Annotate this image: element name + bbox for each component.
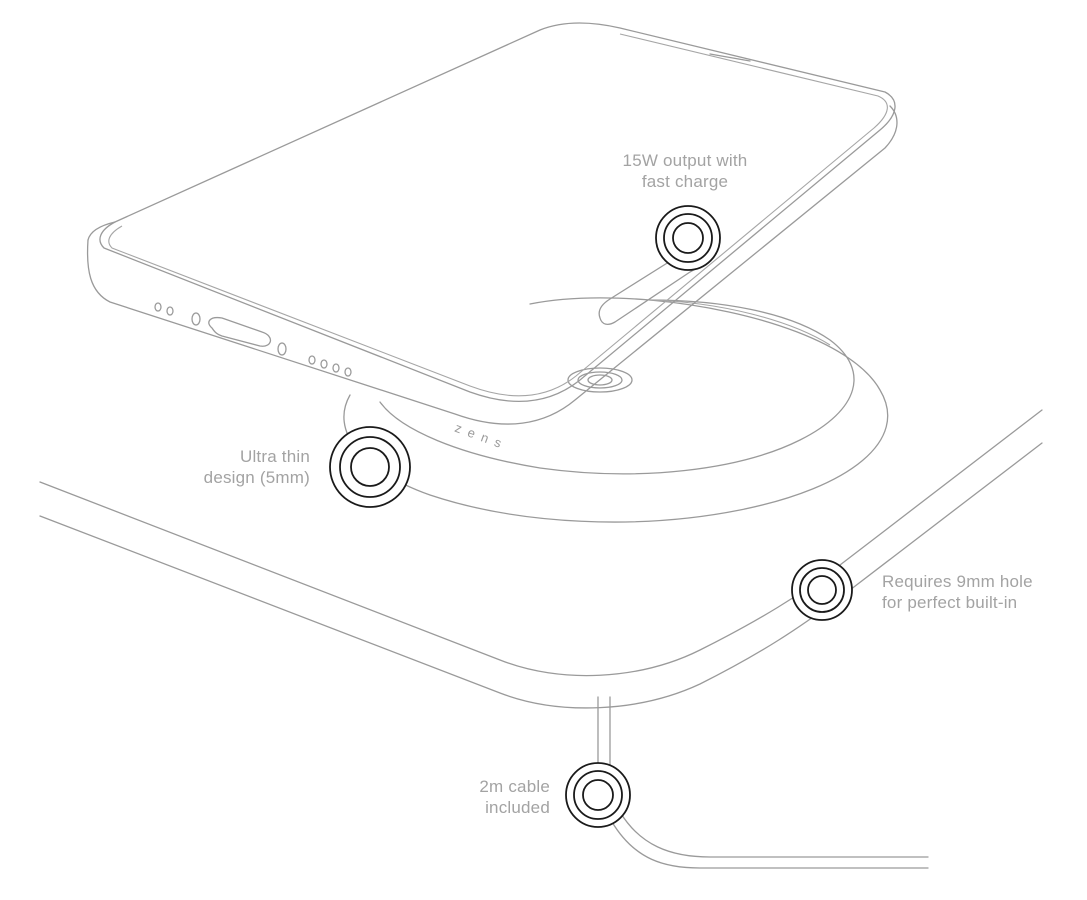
callout-marker-output bbox=[655, 205, 721, 271]
cable bbox=[597, 696, 929, 869]
mic-hole bbox=[191, 312, 201, 326]
callout-marker-cable bbox=[565, 762, 631, 828]
callout-label-thin: Ultra thin design (5mm) bbox=[160, 446, 310, 488]
screw-hole bbox=[277, 342, 287, 356]
callout-hole-line2: for perfect built-in bbox=[882, 593, 1018, 612]
callout-marker-hole bbox=[791, 559, 853, 621]
speaker-holes-left bbox=[154, 302, 174, 316]
smartphone bbox=[86, 22, 898, 425]
callout-label-cable: 2m cable included bbox=[440, 776, 550, 818]
callout-output-line1: 15W output with bbox=[622, 151, 748, 170]
callout-hole-line1: Requires 9mm hole bbox=[882, 572, 1033, 591]
callout-cable-line2: included bbox=[485, 798, 550, 817]
charger-puck bbox=[343, 297, 889, 523]
callout-output-line2: fast charge bbox=[641, 172, 729, 191]
callout-thin-line2: design (5mm) bbox=[203, 468, 310, 487]
callout-label-hole: Requires 9mm hole for perfect built-in bbox=[882, 571, 1082, 613]
callout-cable-line1: 2m cable bbox=[479, 777, 550, 796]
speaker-holes-right bbox=[308, 355, 352, 377]
callout-marker-thin bbox=[329, 426, 411, 508]
charging-port bbox=[208, 316, 272, 347]
callout-label-output: 15W output with fast charge bbox=[610, 150, 760, 192]
callout-thin-line1: Ultra thin bbox=[239, 447, 310, 466]
